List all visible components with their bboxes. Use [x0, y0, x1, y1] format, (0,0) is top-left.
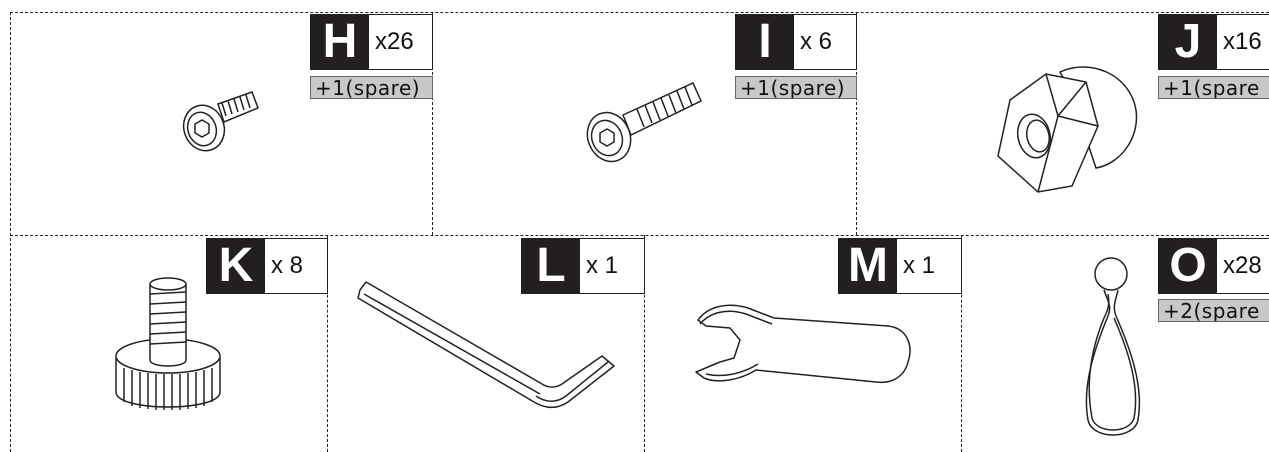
part-m-quantity: x 1	[903, 252, 936, 279]
part-j-tag: J x16	[1158, 14, 1269, 70]
thumb-screw-icon	[108, 280, 228, 420]
part-o-quantity: x28	[1223, 252, 1262, 279]
allen-key-icon	[352, 280, 622, 410]
grid-line-top	[10, 12, 1269, 13]
part-j-quantity: x16	[1223, 28, 1262, 55]
grid-line-k-l	[327, 235, 328, 452]
part-i-quantity: x 6	[800, 28, 833, 55]
part-h-letter: H	[311, 15, 369, 69]
part-k-letter: K	[207, 239, 265, 293]
part-h-quantity: x26	[375, 28, 414, 55]
part-m-tag: M x 1	[838, 238, 962, 294]
part-j-spare-label: +1(spare	[1158, 76, 1269, 99]
low-head-hex-screw-long-icon	[575, 75, 715, 175]
part-o-spare-label: +2(spare	[1158, 299, 1269, 322]
part-i-tag: I x 6	[735, 14, 857, 70]
part-j-letter: J	[1159, 15, 1217, 69]
low-head-hex-screw-short-icon	[170, 80, 270, 160]
grid-line-middle	[10, 235, 1269, 236]
part-l-tag: L x 1	[521, 238, 645, 294]
part-l-quantity: x 1	[586, 252, 619, 279]
part-o-letter: O	[1159, 239, 1217, 293]
cap-nut-icon	[990, 60, 1150, 200]
part-m-letter: M	[839, 239, 897, 293]
part-o-tag: O x28	[1158, 238, 1269, 294]
spanner-icon	[692, 300, 917, 395]
part-i-spare-label: +1(spare)	[735, 76, 857, 99]
grid-line-m-o	[961, 235, 962, 452]
grid-line-left	[10, 12, 11, 452]
grid-line-l-m	[644, 235, 645, 452]
bungee-ball-tie-icon	[1078, 254, 1148, 444]
grid-line-i-j	[856, 12, 857, 235]
part-k-quantity: x 8	[271, 252, 304, 279]
part-k-tag: K x 8	[206, 238, 328, 294]
part-i-letter: I	[736, 15, 794, 69]
grid-line-h-i	[432, 12, 433, 235]
part-h-spare-label: +1(spare)	[310, 76, 433, 99]
part-h-tag: H x26	[310, 14, 433, 70]
part-l-letter: L	[522, 239, 580, 293]
